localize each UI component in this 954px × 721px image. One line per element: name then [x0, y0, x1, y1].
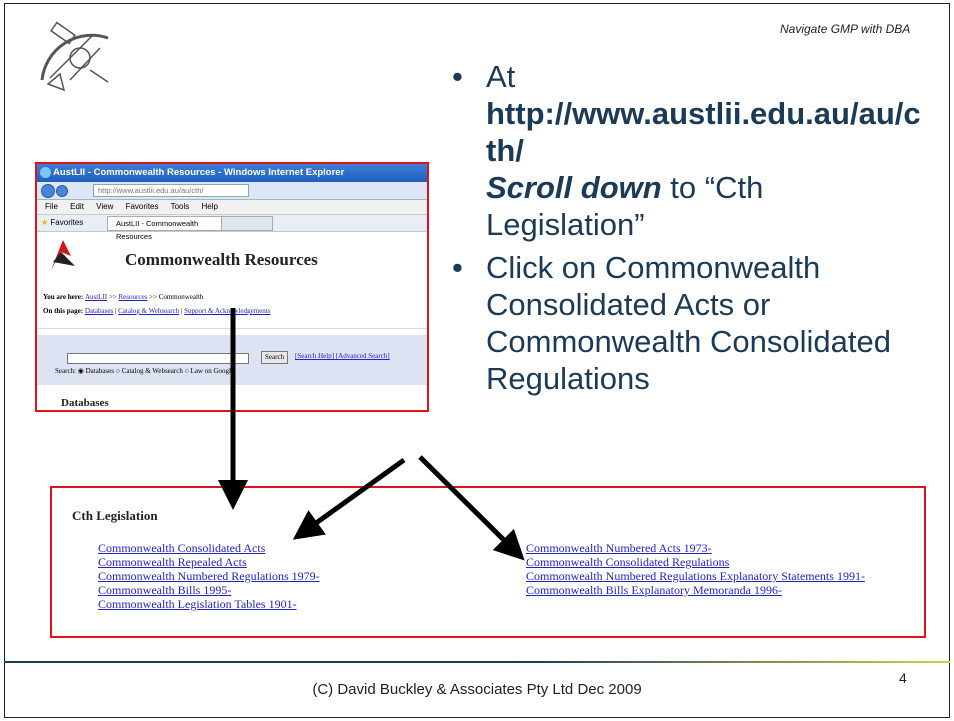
header-note: Navigate GMP with DBA: [780, 22, 911, 36]
page-title: Commonwealth Resources: [125, 250, 318, 269]
search-button[interactable]: Search: [261, 351, 289, 364]
browser-tab[interactable]: AustLII - Commonwealth Resources: [107, 216, 227, 241]
link-numbered-regulations[interactable]: Commonwealth Numbered Regulations 1979-: [98, 569, 320, 583]
link-repealed-acts[interactable]: Commonwealth Repealed Acts: [98, 555, 247, 569]
breadcrumb-current: >> Commonwealth: [147, 293, 204, 301]
link-numbered-acts[interactable]: Commonwealth Numbered Acts 1973-: [526, 541, 712, 555]
search-input[interactable]: [67, 353, 249, 364]
breadcrumb-austlii[interactable]: AustLII: [84, 293, 108, 301]
forward-icon[interactable]: [56, 185, 68, 197]
cth-left-list: Commonwealth Consolidated Acts Commonwea…: [98, 541, 320, 611]
sextant-logo: [40, 21, 109, 92]
cth-title: Cth Legislation: [72, 508, 158, 523]
search-options[interactable]: Search: ◉ Databases ○ Catalog & Websearc…: [55, 367, 235, 375]
breadcrumb-sep: >>: [107, 293, 119, 301]
databases-heading: Databases: [61, 397, 109, 409]
menu-help[interactable]: Help: [201, 202, 218, 211]
cth-legislation-panel: Cth Legislation Commonwealth Consolidate…: [50, 486, 926, 638]
cth-right-list: Commonwealth Numbered Acts 1973- Commonw…: [526, 541, 865, 597]
footer-copyright: (C) David Buckley & Associates Pty Ltd D…: [312, 681, 642, 698]
advanced-search-link[interactable]: [Advanced Search]: [335, 352, 390, 360]
austlii-url: http://www.austlii.edu.au/au/cth/: [486, 96, 921, 168]
link-bills[interactable]: Commonwealth Bills 1995-: [98, 583, 232, 597]
bullet-1-prefix: At: [486, 59, 516, 94]
search-links: [Search Help] [Advanced Search]: [295, 352, 390, 360]
page-header: Commonwealth Resources: [37, 232, 427, 290]
breadcrumb-prefix: You are here:: [43, 293, 85, 301]
link-explanatory-statements[interactable]: Commonwealth Numbered Regulations Explan…: [526, 569, 865, 583]
menu-bar: File Edit View Favorites Tools Help: [37, 200, 427, 215]
address-bar-row: http://www.austlii.edu.au/au/cth/: [37, 182, 427, 200]
link-consolidated-acts[interactable]: Commonwealth Consolidated Acts: [98, 541, 266, 555]
back-icon[interactable]: [41, 184, 55, 198]
menu-view[interactable]: View: [96, 202, 114, 211]
link-legislation-tables[interactable]: Commonwealth Legislation Tables 1901-: [98, 597, 297, 611]
link-support[interactable]: Support & Acknowledgements: [184, 307, 271, 315]
link-catalog[interactable]: Catalog & Websearch: [118, 307, 180, 315]
bullet-2: Click on Commonwealth Consolidated Acts …: [450, 249, 930, 397]
search-panel: Search [Search Help] [Advanced Search] S…: [37, 335, 427, 385]
browser-title-bar: AustLII - Commonwealth Resources - Windo…: [37, 164, 427, 182]
address-input[interactable]: http://www.austlii.edu.au/au/cth/: [93, 184, 249, 197]
star-icon: ★: [41, 218, 49, 227]
bullet-list: At http://www.austlii.edu.au/au/cth/ Scr…: [450, 58, 930, 403]
breadcrumb: You are here: AustLII >> Resources >> Co…: [37, 290, 427, 304]
menu-favorites[interactable]: Favorites: [125, 202, 159, 211]
favorites-bar: ★ Favorites AustLII - Commonwealth Resou…: [37, 215, 427, 241]
search-help-link[interactable]: [Search Help]: [295, 352, 335, 360]
bullet-1-rest: to “Cth Legislation”: [486, 170, 764, 242]
scroll-down-text: Scroll down: [486, 170, 662, 205]
browser-screenshot: AustLII - Commonwealth Resources - Windo…: [35, 162, 429, 412]
menu-tools[interactable]: Tools: [170, 202, 190, 211]
austlii-logo-icon: [51, 240, 75, 270]
menu-file[interactable]: File: [45, 202, 58, 211]
on-page-prefix: On this page:: [43, 307, 85, 315]
link-consolidated-regulations[interactable]: Commonwealth Consolidated Regulations: [526, 555, 730, 569]
new-tab-button[interactable]: [221, 216, 273, 231]
page-number: 4: [899, 670, 907, 686]
footer-divider: [4, 661, 950, 663]
favorites-button[interactable]: Favorites: [50, 218, 84, 227]
on-page-links: On this page: Databases | Catalog & Webs…: [37, 304, 427, 329]
link-explanatory-memoranda[interactable]: Commonwealth Bills Explanatory Memoranda…: [526, 583, 782, 597]
bullet-1: At http://www.austlii.edu.au/au/cth/ Scr…: [450, 58, 930, 243]
breadcrumb-resources[interactable]: Resources: [118, 293, 148, 301]
link-databases[interactable]: Databases: [84, 307, 114, 315]
bullet-2-text: Click on Commonwealth Consolidated Acts …: [486, 250, 891, 396]
ie-logo-icon: [40, 167, 51, 178]
window-title: AustLII - Commonwealth Resources - Windo…: [53, 167, 345, 178]
menu-edit[interactable]: Edit: [70, 202, 84, 211]
